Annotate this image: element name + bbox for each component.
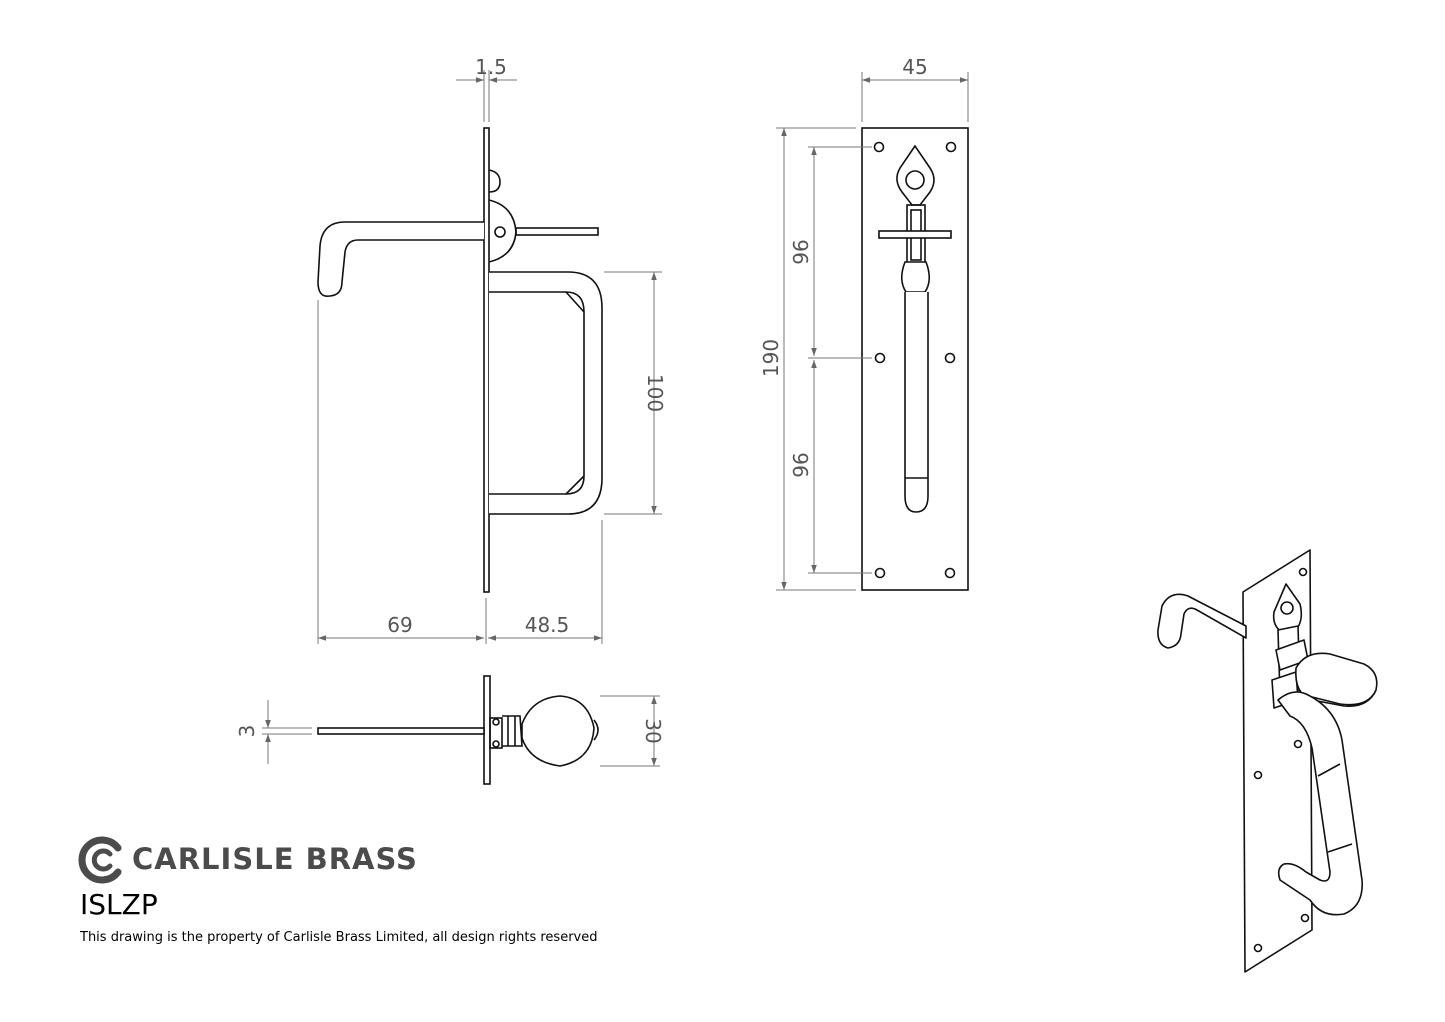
- brand-name: CARLISLE BRASS: [132, 842, 418, 876]
- side-view-dimensions: [317, 70, 662, 644]
- side-view: [317, 127, 603, 593]
- front-view-dimensions: [776, 72, 969, 591]
- isometric-view: [1157, 549, 1378, 973]
- dim-handle-projection: 48.5: [525, 613, 570, 637]
- dim-plate-height: 190: [759, 339, 783, 377]
- dim-lever-projection: 69: [387, 613, 412, 637]
- top-view: [317, 675, 599, 785]
- dim-plate-width: 45: [902, 55, 927, 79]
- front-view: [861, 127, 969, 591]
- copyright-note: This drawing is the property of Carlisle…: [80, 930, 598, 945]
- dim-upper-hole-spacing: 96: [789, 239, 813, 264]
- dim-thumb-thickness: 3: [235, 725, 259, 738]
- dim-thumb-width: 30: [641, 718, 665, 743]
- dim-handle-height: 100: [643, 374, 667, 412]
- carlisle-brass-logo-icon: [78, 836, 122, 884]
- product-code: ISLZP: [80, 888, 158, 921]
- dim-plate-thickness: 1.5: [475, 55, 507, 79]
- dim-lower-hole-spacing: 96: [789, 452, 813, 477]
- top-view-dimensions: [262, 695, 660, 767]
